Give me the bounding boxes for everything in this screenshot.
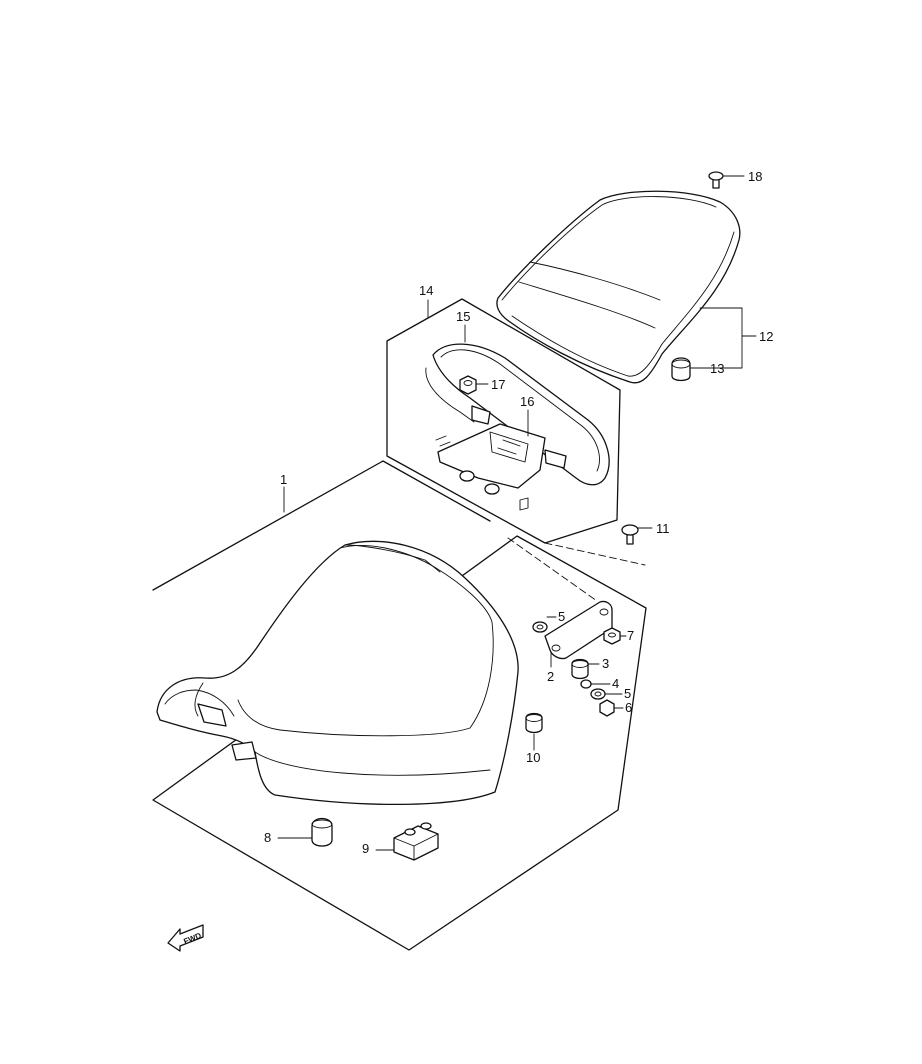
bolt-11-icon xyxy=(621,524,639,545)
rear-seat xyxy=(496,190,741,384)
part-label-7: 7 xyxy=(627,628,634,643)
guide-line-bracket xyxy=(507,537,598,602)
part-label-13: 13 xyxy=(710,361,724,376)
group-outline-seat-base xyxy=(386,298,621,544)
part-label-14: 14 xyxy=(419,283,433,298)
cushion-3-icon xyxy=(571,658,589,680)
nut-6-icon xyxy=(599,699,615,717)
part-label-10: 10 xyxy=(526,750,540,765)
cushion-13-icon xyxy=(671,357,691,382)
group-outline-front-seat xyxy=(152,460,647,951)
cushion-10-icon xyxy=(525,712,543,734)
spacer-4-icon xyxy=(580,679,592,689)
seat-base-bracket xyxy=(437,423,546,489)
guide-line-bolt-11 xyxy=(544,542,646,566)
part-label-4: 4 xyxy=(612,676,619,691)
seat-base-frame xyxy=(432,343,610,486)
part-label-5b: 5 xyxy=(624,686,631,701)
screw-18-icon xyxy=(708,171,724,189)
part-label-18: 18 xyxy=(748,169,762,184)
part-label-17: 17 xyxy=(491,377,505,392)
nut-7-icon xyxy=(603,627,621,645)
nut-17-icon xyxy=(459,375,477,395)
bracket-2-icon xyxy=(544,600,613,660)
cushion-8-icon xyxy=(311,817,333,847)
damper-9-icon xyxy=(393,822,439,861)
part-label-5a: 5 xyxy=(558,609,565,624)
part-label-11: 11 xyxy=(656,521,670,536)
fwd-arrow-icon: FWD xyxy=(167,924,204,952)
part-label-3: 3 xyxy=(602,656,609,671)
part-label-1: 1 xyxy=(280,472,287,487)
part-label-15: 15 xyxy=(456,309,470,324)
part-label-12: 12 xyxy=(759,329,773,344)
part-label-16: 16 xyxy=(520,394,534,409)
washer-5a-icon xyxy=(532,621,548,633)
part-label-2: 2 xyxy=(547,669,554,684)
part-label-8: 8 xyxy=(264,830,271,845)
part-label-6: 6 xyxy=(625,700,632,715)
leader-lines xyxy=(277,175,757,851)
washer-5b-icon xyxy=(590,688,606,700)
part-label-9: 9 xyxy=(362,841,369,856)
seat-base-assembly xyxy=(425,343,610,511)
front-seat xyxy=(156,540,519,806)
